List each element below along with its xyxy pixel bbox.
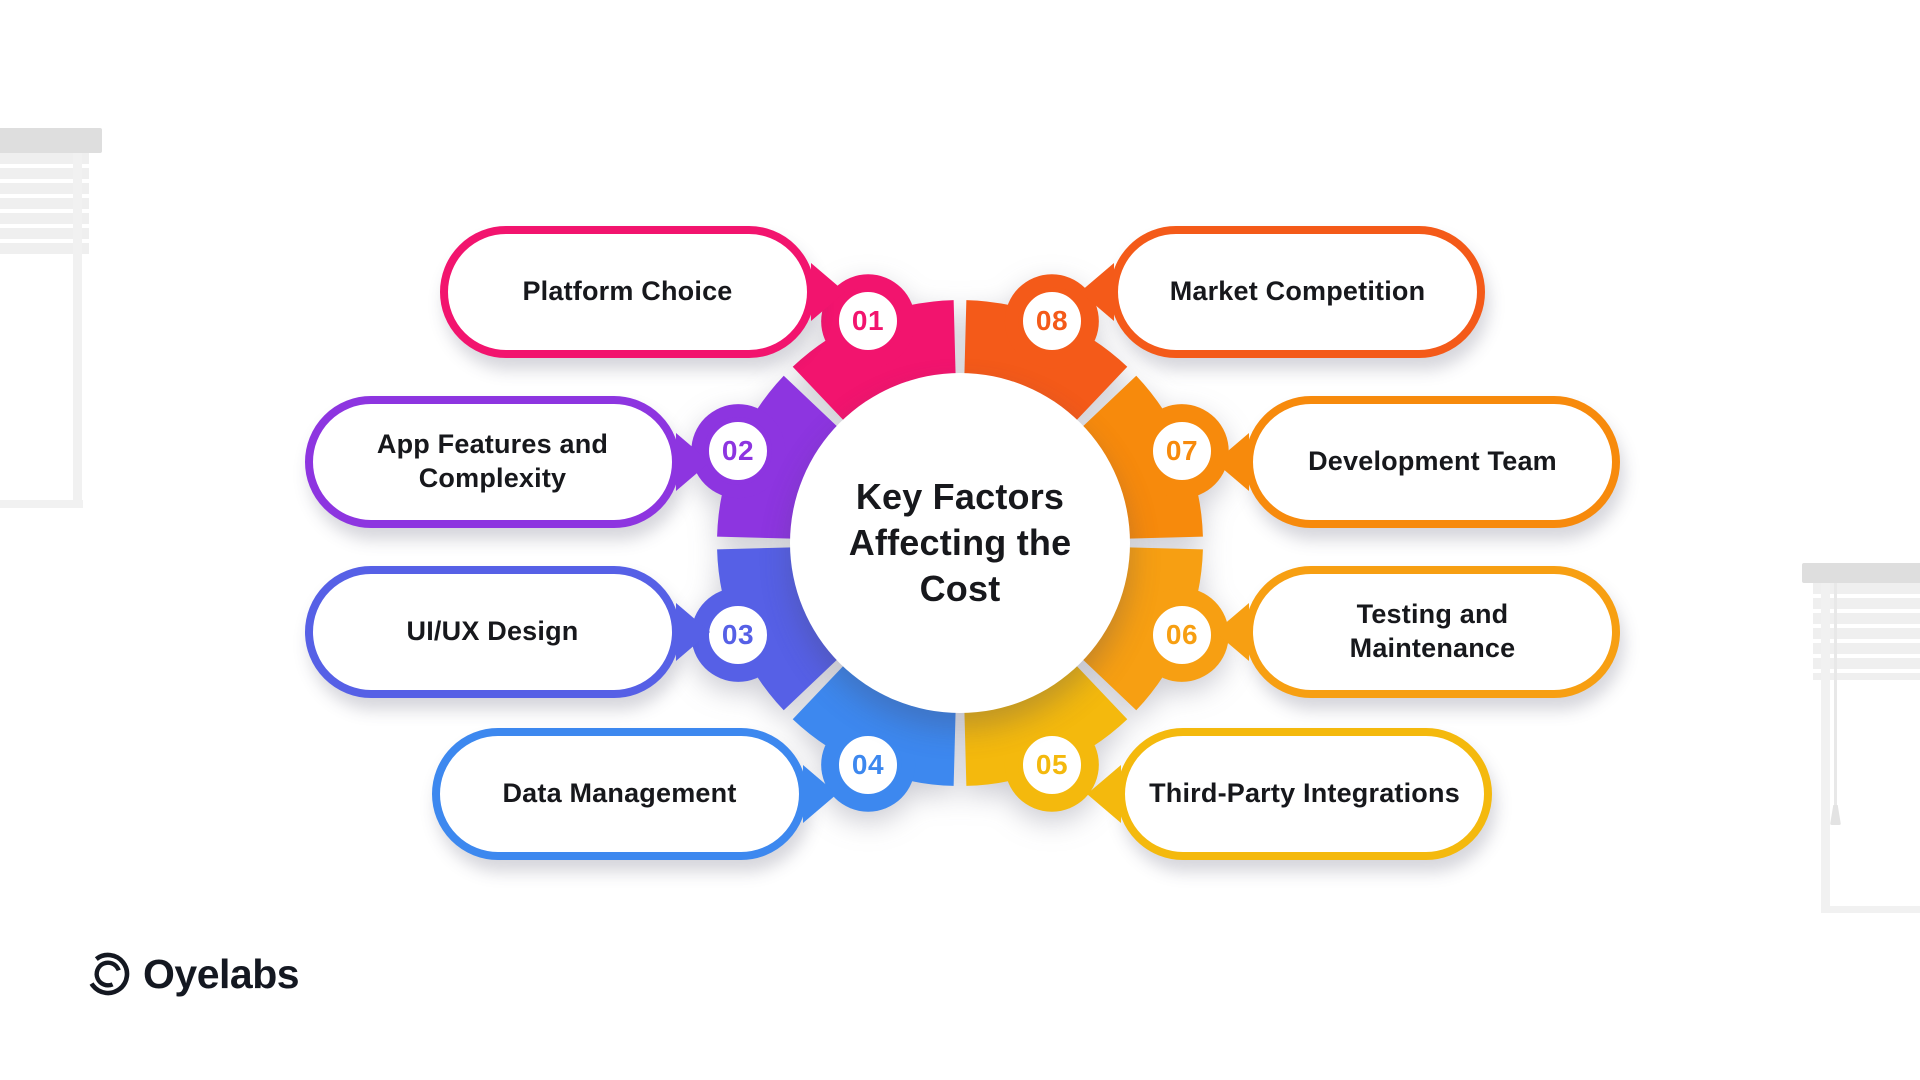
badge-01: 01 bbox=[834, 287, 902, 355]
factor-label: Platform Choice bbox=[522, 276, 733, 307]
right-blind-valance bbox=[1802, 563, 1920, 583]
badge-04: 04 bbox=[834, 731, 902, 799]
factor-pill-ui-ux-design: UI/UX Design bbox=[305, 566, 680, 698]
factor-pill-app-features-and-complexity: App Features and Complexity bbox=[305, 396, 680, 528]
left-blind-valance bbox=[0, 128, 102, 153]
right-blind-frame bbox=[1821, 583, 1830, 913]
factor-pill-development-team: Development Team bbox=[1245, 396, 1620, 528]
donut-center: Key Factors Affecting the Cost bbox=[790, 373, 1130, 713]
factor-pill-third-party-integrations: Third-Party Integrations bbox=[1117, 728, 1492, 860]
factor-pill-data-management: Data Management bbox=[432, 728, 807, 860]
oyelabs-logo-icon bbox=[86, 952, 130, 996]
factor-label: Market Competition bbox=[1169, 276, 1426, 307]
factor-pill-testing-and-maintenance: Testing and Maintenance bbox=[1245, 566, 1620, 698]
diagram-title: Key Factors Affecting the Cost bbox=[848, 476, 1072, 609]
right-blind-slats bbox=[1813, 583, 1920, 680]
factor-pill-platform-choice: Platform Choice bbox=[440, 226, 815, 358]
factor-label: App Features and Complexity bbox=[376, 429, 609, 493]
right-blind-sill bbox=[1825, 906, 1920, 913]
badge-05: 05 bbox=[1018, 731, 1086, 799]
factor-label: Testing and Maintenance bbox=[1349, 599, 1516, 663]
left-blind-frame bbox=[73, 153, 82, 505]
badge-03: 03 bbox=[704, 601, 772, 669]
oyelabs-logo: Oyelabs bbox=[84, 950, 300, 998]
right-blind-cord-weight bbox=[1830, 805, 1841, 825]
factor-label: Data Management bbox=[502, 778, 737, 809]
badge-06: 06 bbox=[1148, 601, 1216, 669]
factor-pill-market-competition: Market Competition bbox=[1110, 226, 1485, 358]
factor-label: Third-Party Integrations bbox=[1149, 778, 1460, 809]
right-blind-cord bbox=[1834, 583, 1837, 805]
left-blind-sill bbox=[0, 500, 83, 508]
oyelabs-logo-text: Oyelabs bbox=[143, 950, 300, 997]
factor-label: UI/UX Design bbox=[406, 616, 579, 647]
badge-02: 02 bbox=[704, 417, 772, 485]
badge-07: 07 bbox=[1148, 417, 1216, 485]
factor-label: Development Team bbox=[1308, 446, 1557, 477]
badge-08: 08 bbox=[1018, 287, 1086, 355]
